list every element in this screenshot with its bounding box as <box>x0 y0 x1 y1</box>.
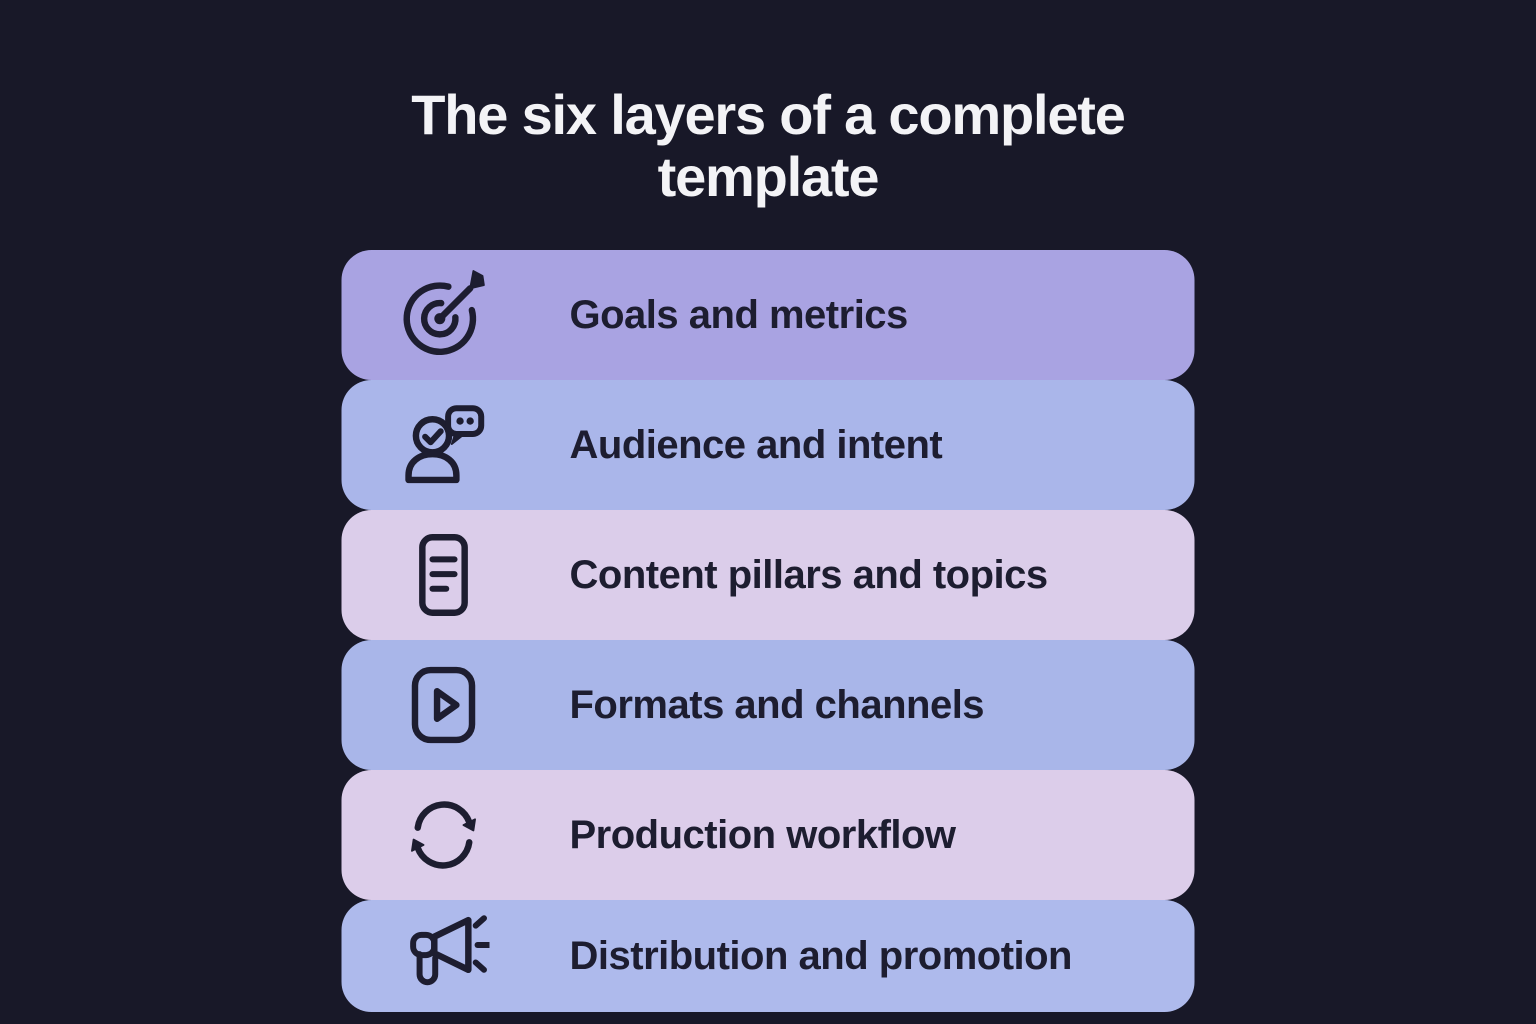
layer-row-production-workflow: Production workflow <box>341 770 1195 900</box>
layer-row-distribution-and-promotion: Distribution and promotion <box>341 900 1195 1012</box>
megaphone-icon <box>398 910 490 1002</box>
target-dart-icon <box>398 269 490 361</box>
layers-list: Goals and metrics Audience and intent <box>341 250 1195 1012</box>
document-lines-icon <box>398 529 490 621</box>
page-title: The six layers of a complete template <box>0 84 1536 208</box>
layer-row-audience-and-intent: Audience and intent <box>341 380 1195 510</box>
play-button-icon <box>398 659 490 751</box>
layer-label: Audience and intent <box>569 422 943 467</box>
layer-label: Distribution and promotion <box>569 933 1073 978</box>
layer-row-goals-and-metrics: Goals and metrics <box>341 250 1195 380</box>
layer-label: Formats and channels <box>569 682 985 727</box>
layer-row-content-pillars-and-topics: Content pillars and topics <box>341 510 1195 640</box>
layer-label: Goals and metrics <box>569 292 909 337</box>
layer-label: Production workflow <box>569 812 957 857</box>
layer-row-formats-and-channels: Formats and channels <box>341 640 1195 770</box>
layer-label: Content pillars and topics <box>569 552 1049 597</box>
page-title-line-1: The six layers of a complete <box>411 83 1126 146</box>
page-title-line-2: template <box>657 145 880 208</box>
person-speech-bubble-icon <box>398 399 490 491</box>
cycle-arrows-icon <box>398 789 490 881</box>
